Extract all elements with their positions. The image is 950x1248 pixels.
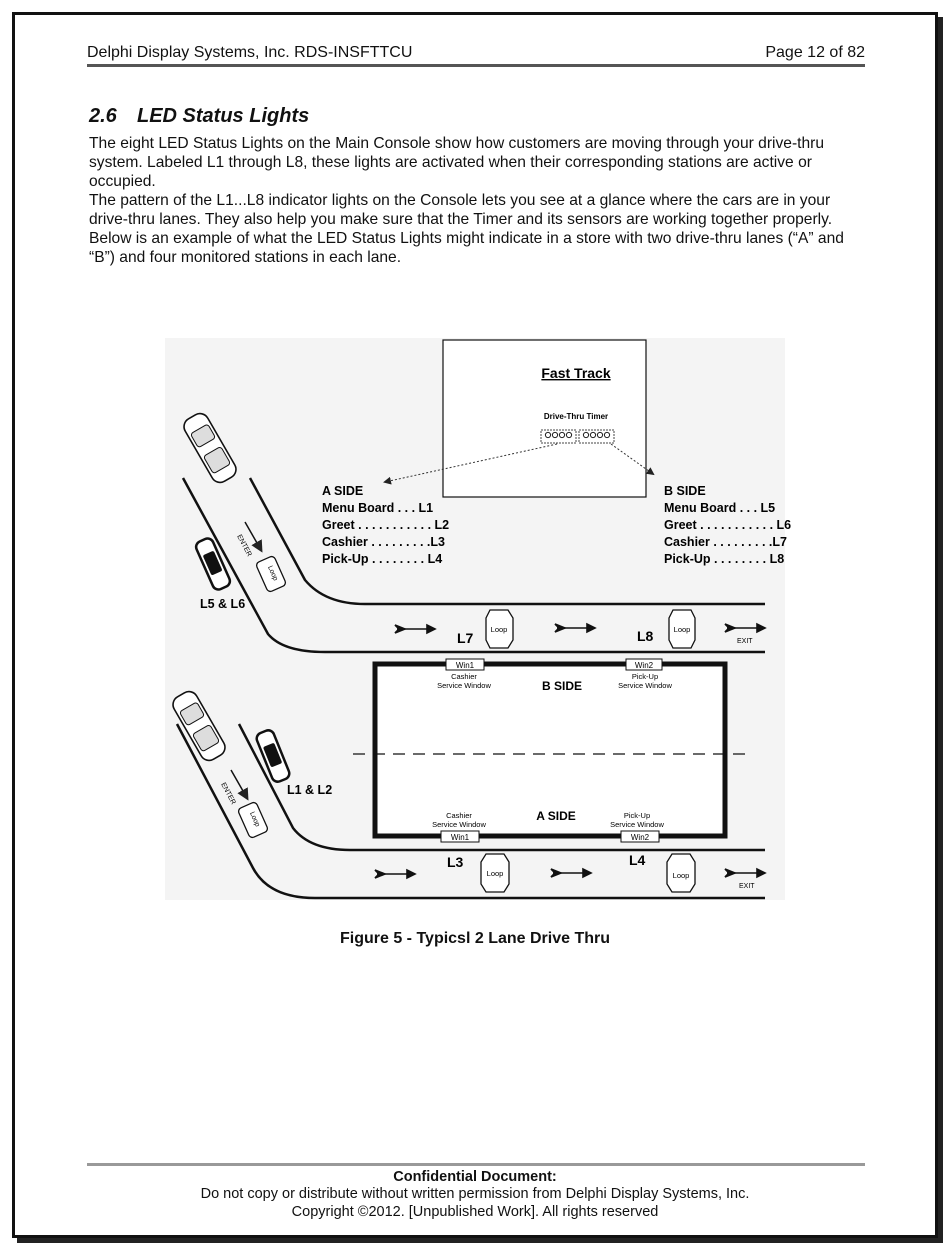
- window-caption: Service Window: [610, 820, 664, 829]
- section-number: 2.6: [89, 105, 117, 127]
- window-a-win1: Win1: [440, 830, 480, 843]
- loop-l8: Loop: [668, 609, 696, 649]
- b-side-item: Greet . . . . . . . . . . . L6: [664, 518, 791, 532]
- flow-arrow-icon: [554, 622, 597, 634]
- car-icon: [183, 412, 237, 484]
- loop-l4: Loop: [666, 853, 696, 893]
- car-icon: [194, 537, 232, 591]
- svg-text:Loop: Loop: [674, 625, 691, 634]
- body-text: The eight LED Status Lights on the Main …: [89, 134, 869, 267]
- a-side-legend: A SIDE Menu Board . . . L1 Greet . . . .…: [322, 484, 449, 566]
- enter-arrow-icon: [230, 769, 249, 801]
- window-a-win2: Win2: [620, 830, 660, 843]
- a-side-title: A SIDE: [322, 484, 363, 498]
- a-side-item: Menu Board . . . L1: [322, 501, 433, 515]
- label-l3: L3: [447, 854, 464, 870]
- led-group-b: [578, 429, 615, 444]
- label-l1-l2: L1 & L2: [287, 783, 332, 797]
- paragraph-1: The eight LED Status Lights on the Main …: [89, 135, 825, 190]
- window-caption: Cashier: [446, 811, 472, 820]
- flow-arrow-icon: [724, 867, 767, 879]
- flow-arrow-icon: [550, 867, 593, 879]
- svg-text:Loop: Loop: [673, 871, 690, 880]
- b-side-title: B SIDE: [664, 484, 706, 498]
- b-side-item: Menu Board . . . L5: [664, 501, 775, 515]
- b-side-legend: B SIDE Menu Board . . . L5 Greet . . . .…: [664, 484, 791, 566]
- drive-thru-diagram: Fast Track Drive-Thru Timer A SIDE Menu …: [165, 338, 791, 900]
- building-outline: [372, 661, 728, 839]
- lower-lane-inner-edge: [237, 723, 765, 852]
- car-icon: [255, 729, 291, 783]
- a-side-item: Greet . . . . . . . . . . . L2: [322, 518, 449, 532]
- loop-l3: Loop: [480, 853, 510, 893]
- console-box: [442, 339, 647, 498]
- label-l4: L4: [629, 852, 646, 868]
- loop-l7: Loop: [485, 609, 514, 649]
- figure-caption: Figure 5 - Typicsl 2 Lane Drive Thru: [340, 930, 610, 947]
- label-l7: L7: [457, 630, 474, 646]
- section-title: LED Status Lights: [137, 105, 310, 127]
- a-side-pointer: [383, 443, 558, 485]
- footer-copyright: Copyright ©2012. [Unpublished Work]. All…: [291, 1204, 659, 1220]
- paragraph-2: The pattern of the L1...L8 indicator lig…: [89, 192, 833, 228]
- svg-text:Win1: Win1: [451, 833, 470, 842]
- entry-loop-upper: Loop: [255, 555, 287, 593]
- header-title: Delphi Display Systems, Inc. RDS-INSFTTC…: [87, 44, 413, 61]
- footer-notice: Do not copy or distribute without writte…: [200, 1186, 750, 1202]
- label-l5-l6: L5 & L6: [200, 597, 245, 611]
- a-side-item: Cashier . . . . . . . . .L3: [322, 535, 445, 549]
- led-group-a: [540, 429, 577, 444]
- svg-text:Loop: Loop: [491, 625, 508, 634]
- enter-arrow-icon: [244, 521, 263, 553]
- label-l8: L8: [637, 628, 654, 644]
- a-side-item: Pick-Up . . . . . . . . L4: [322, 552, 442, 566]
- window-caption: Pick-Up: [624, 811, 650, 820]
- exit-label: EXIT: [737, 638, 753, 645]
- window-caption: Service Window: [618, 681, 672, 690]
- footer-confidential: Confidential Document:: [393, 1169, 557, 1185]
- console-title: Fast Track: [541, 365, 610, 381]
- building-b-side: B SIDE: [542, 679, 582, 693]
- section-heading: 2.6 LED Status Lights: [89, 105, 309, 128]
- lower-lane-outer-edge: [175, 723, 765, 900]
- flow-arrow-icon: [394, 623, 437, 635]
- car-icon: [172, 690, 226, 762]
- window-caption: Cashier: [451, 672, 477, 681]
- window-caption: Pick-Up: [632, 672, 658, 681]
- flow-arrow-icon: [724, 622, 767, 634]
- svg-text:Loop: Loop: [487, 869, 504, 878]
- entry-loop-lower: Loop: [237, 801, 269, 839]
- flow-arrow-icon: [374, 868, 417, 880]
- svg-text:Win1: Win1: [456, 661, 475, 670]
- page-number: Page 12 of 82: [765, 44, 865, 61]
- console-subtitle: Drive-Thru Timer: [544, 412, 608, 421]
- header-rule: [87, 64, 865, 67]
- footer-rule: [87, 1163, 865, 1166]
- svg-text:Win2: Win2: [631, 833, 650, 842]
- b-side-item: Pick-Up . . . . . . . . L8: [664, 552, 784, 566]
- upper-lane-inner-edge: [248, 477, 765, 606]
- window-caption: Service Window: [437, 681, 491, 690]
- building-a-side: A SIDE: [536, 809, 576, 823]
- svg-text:Win2: Win2: [635, 661, 654, 670]
- paragraph-3: Below is an example of what the LED Stat…: [89, 230, 844, 266]
- window-caption: Service Window: [432, 820, 486, 829]
- b-side-item: Cashier . . . . . . . . .L7: [664, 535, 787, 549]
- upper-lane-outer-edge: [181, 477, 765, 654]
- b-side-pointer: [610, 443, 655, 476]
- exit-label: EXIT: [739, 883, 755, 890]
- window-b-win2: Win2: [625, 658, 663, 671]
- window-b-win1: Win1: [445, 658, 485, 671]
